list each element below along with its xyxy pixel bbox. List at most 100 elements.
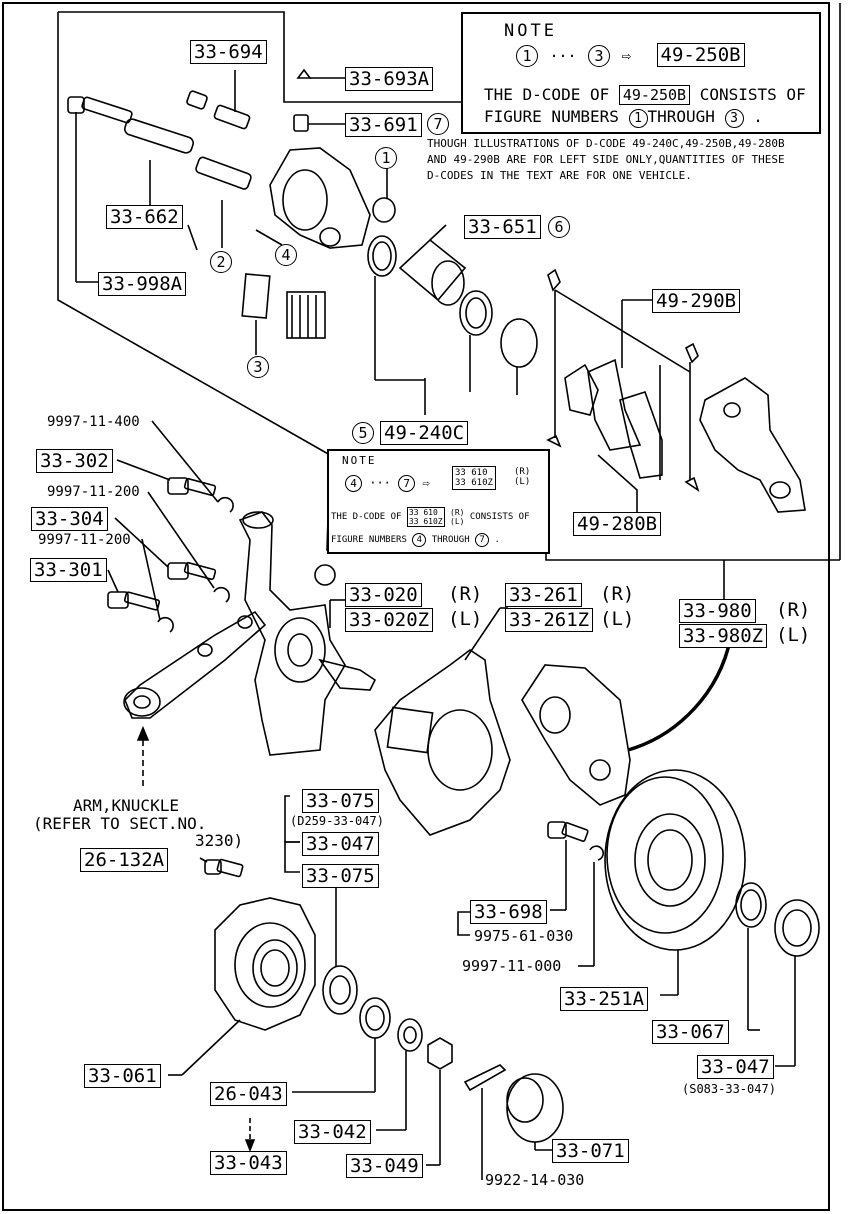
part-label-33-662[interactable]: 33-662 bbox=[106, 205, 183, 229]
part-label-33-075a[interactable]: 33-075 bbox=[302, 789, 379, 813]
bolt-33-301 bbox=[107, 569, 161, 611]
dcode-box: 49-250B bbox=[618, 85, 691, 105]
bearing-33-075 bbox=[322, 965, 358, 1015]
ref-circle: 1 bbox=[628, 109, 648, 128]
side-r: (R) bbox=[514, 467, 531, 477]
part-label-26-043[interactable]: 26-043 bbox=[210, 1082, 287, 1106]
part-label-33-691[interactable]: 33-691 bbox=[345, 113, 422, 137]
part-label-49-290B[interactable]: 49-290B bbox=[652, 289, 741, 313]
ref-circle: 1 bbox=[375, 147, 397, 169]
part-label-33-301[interactable]: 33-301 bbox=[30, 558, 107, 582]
note-S083-33-047: (S083-33-047) bbox=[682, 1082, 776, 1096]
text: FIGURE NUMBERS bbox=[331, 535, 407, 545]
part-label-33-042[interactable]: 33-042 bbox=[294, 1120, 371, 1144]
ref-circle: 2 bbox=[210, 251, 232, 273]
brake-disc bbox=[604, 769, 746, 951]
part-label-33-651[interactable]: 33-651 bbox=[464, 215, 541, 239]
part-label-49-240C[interactable]: 49-240C bbox=[380, 421, 469, 445]
pad-assembly bbox=[564, 299, 663, 512]
part-label-33-694[interactable]: 33-694 bbox=[190, 40, 267, 64]
bolt-33-304 bbox=[114, 517, 217, 581]
part-label-33-261Z[interactable]: 33-261Z bbox=[505, 608, 594, 632]
part-label-33-075b[interactable]: 33-075 bbox=[302, 864, 379, 888]
pad-set bbox=[286, 291, 326, 339]
sides: (R)(L) bbox=[450, 508, 464, 526]
part-label-33-980Z[interactable]: 33-980Z bbox=[679, 624, 768, 648]
part-label-33-071[interactable]: 33-071 bbox=[552, 1139, 629, 1163]
part-label-9997-11-200a[interactable]: 9997-11-200 bbox=[47, 484, 140, 500]
arrow-icon: ⇨ bbox=[621, 46, 632, 65]
text: THE D-CODE OF bbox=[484, 85, 610, 104]
ring-1 bbox=[372, 197, 396, 223]
ref-circle: 5 bbox=[352, 422, 374, 444]
part-label-33-304[interactable]: 33-304 bbox=[31, 507, 108, 531]
ref-2-circle: 2 bbox=[210, 250, 232, 273]
arrow-icon: ⇨ bbox=[422, 476, 430, 490]
part-label-33-067[interactable]: 33-067 bbox=[652, 1020, 729, 1044]
part-label-33-302[interactable]: 33-302 bbox=[36, 449, 113, 473]
part-label-33-020[interactable]: 33-020 bbox=[345, 583, 422, 607]
note-2-sides: (R) (L) bbox=[514, 467, 530, 487]
ref-5: 5 bbox=[352, 421, 374, 444]
text: THE D-CODE OF bbox=[331, 512, 402, 522]
part-label-33-251A[interactable]: 33-251A bbox=[560, 987, 649, 1011]
seal-26-043 bbox=[359, 997, 391, 1039]
text: THROUGH bbox=[647, 107, 715, 126]
piston-seal bbox=[459, 290, 493, 336]
part-label-9975-61-030[interactable]: 9975-61-030 bbox=[474, 927, 574, 945]
text: THROUGH bbox=[431, 535, 470, 545]
side-l: (L) bbox=[450, 516, 465, 526]
wheel-hub bbox=[214, 897, 316, 1031]
dust-cover bbox=[374, 607, 511, 836]
ref-circle: 4 bbox=[275, 244, 297, 266]
part-label-9922-14-030[interactable]: 9922-14-030 bbox=[485, 1171, 585, 1189]
arm-knuckle-title: ARM,KNUCKLE bbox=[73, 796, 179, 815]
part-label-33-261[interactable]: 33-261 bbox=[505, 583, 582, 607]
side-33-261: (R) bbox=[600, 583, 635, 605]
part-label-33-047a[interactable]: 33-047 bbox=[302, 832, 379, 856]
part-label-9997-11-200b[interactable]: 9997-11-200 bbox=[38, 532, 131, 548]
ref-circle: 3 bbox=[247, 356, 269, 378]
steering-knuckle bbox=[238, 511, 377, 756]
note-D259-33-047: (D259-33-047) bbox=[290, 814, 384, 828]
note-2-title: NOTE bbox=[342, 454, 377, 467]
note-1-line-1: THE D-CODE OF 49-250B CONSISTS OF bbox=[484, 84, 806, 106]
part-label-33-998A[interactable]: 33-998A bbox=[98, 272, 187, 296]
ref-circle: 3 bbox=[724, 109, 744, 128]
part-label-33-693A[interactable]: 33-693A bbox=[345, 67, 434, 91]
frame-border bbox=[2, 2, 830, 1211]
part-label-33-061[interactable]: 33-061 bbox=[84, 1064, 161, 1088]
ref-circle: 4 bbox=[412, 533, 427, 547]
ref-circle: 7 bbox=[475, 533, 490, 547]
part-label-33-047b[interactable]: 33-047 bbox=[697, 1055, 774, 1079]
bleeder-33-691 bbox=[293, 114, 345, 132]
part-label-33-980[interactable]: 33-980 bbox=[679, 599, 756, 623]
ref-circle: 4 bbox=[345, 475, 362, 492]
washer-9997-11-400 bbox=[217, 496, 234, 513]
note-2-range: 4 ··· 7 ⇨ bbox=[345, 472, 430, 494]
part-label-9997-11-000[interactable]: 9997-11-000 bbox=[462, 957, 562, 975]
text: FIGURE NUMBERS bbox=[484, 107, 619, 126]
part-label-33-049[interactable]: 33-049 bbox=[346, 1154, 423, 1178]
code-r: 33 610 bbox=[455, 468, 488, 478]
text: . bbox=[753, 107, 763, 126]
part-label-33-020Z[interactable]: 33-020Z bbox=[345, 608, 434, 632]
part-label-33-698[interactable]: 33-698 bbox=[470, 900, 547, 924]
side-33-980Z: (L) bbox=[776, 624, 811, 646]
bolt-26-132A bbox=[199, 857, 244, 878]
pin-33-998A bbox=[67, 96, 133, 283]
bleeder-33-693A bbox=[296, 68, 345, 79]
side-r: (R) bbox=[450, 507, 465, 517]
part-label-9997-11-400[interactable]: 9997-11-400 bbox=[47, 414, 140, 430]
note-2-line-2: FIGURE NUMBERS 4 THROUGH 7 . bbox=[331, 529, 500, 551]
caliper-body bbox=[269, 147, 371, 249]
part-label-33-043[interactable]: 33-043 bbox=[210, 1151, 287, 1175]
ref-4-circle: 4 bbox=[275, 243, 297, 266]
part-label-49-280B[interactable]: 49-280B bbox=[573, 512, 662, 536]
ref-circle: 7 bbox=[427, 113, 449, 135]
hub-cap bbox=[506, 1073, 564, 1143]
part-label-26-132A[interactable]: 26-132A bbox=[80, 848, 169, 872]
ref-circle: 1 bbox=[516, 45, 538, 67]
arm-knuckle-section: 3230) bbox=[195, 831, 244, 850]
clips bbox=[546, 268, 700, 492]
